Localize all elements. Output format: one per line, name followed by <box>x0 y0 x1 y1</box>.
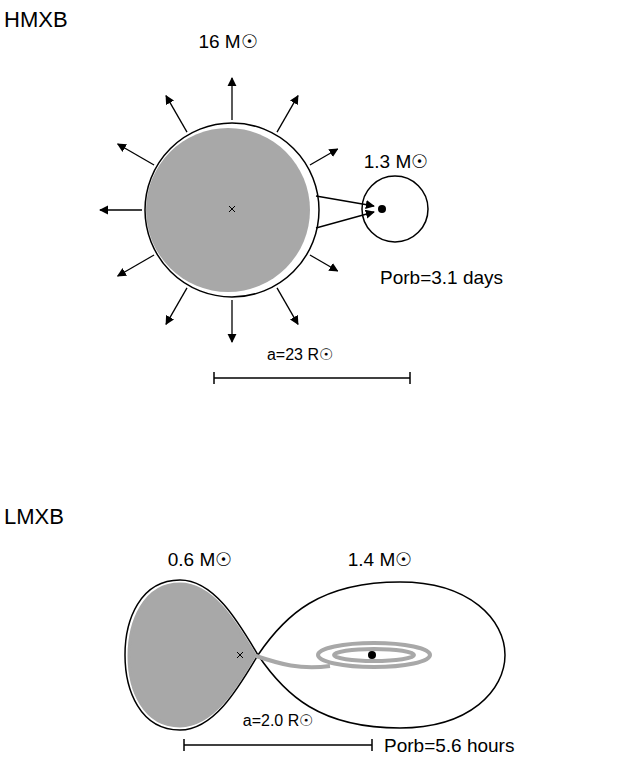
wind-arrow <box>316 212 374 228</box>
roche-lobe <box>145 123 319 297</box>
scale-bar <box>214 372 410 384</box>
wind-arrow <box>118 255 154 276</box>
wind-arrow <box>100 209 142 210</box>
centre-cross <box>237 652 243 658</box>
accretion-disk <box>318 643 430 667</box>
wind-arrow <box>310 255 338 271</box>
period-label: Porb=3.1 days <box>380 268 503 289</box>
wind-arrow <box>166 96 187 132</box>
wind-arrow <box>277 96 298 132</box>
hmxb-system <box>100 78 428 384</box>
roche-lobe <box>258 582 505 728</box>
wind-arrow <box>310 149 338 165</box>
roche-lobe <box>125 580 258 730</box>
mass-label: 0.6 M☉ <box>168 550 233 571</box>
separation-label: a=2.0 R☉ <box>243 712 313 730</box>
centre-cross <box>229 206 235 212</box>
wind-arrow <box>166 288 187 324</box>
wind-arrow <box>231 300 232 342</box>
neutron-star <box>368 651 376 659</box>
massive-star <box>146 128 310 292</box>
stellar-wind-arrows <box>100 78 338 342</box>
panel-heading: HMXB <box>4 8 68 32</box>
accretion-disk <box>334 649 414 661</box>
wind-arrow <box>231 78 232 120</box>
separation-label: a=23 R☉ <box>267 346 333 364</box>
neutron-star <box>378 205 386 213</box>
lmxb-system <box>125 580 505 751</box>
wind-arrow <box>316 196 374 206</box>
wind-arrow <box>118 144 154 165</box>
mass-label: 16 M☉ <box>198 32 257 53</box>
period-label: Porb=5.6 hours <box>384 736 514 757</box>
donor-star <box>129 584 255 726</box>
panel-heading: LMXB <box>4 505 64 529</box>
companion-lobe <box>362 176 428 242</box>
wind-arrow <box>277 288 298 324</box>
scale-bar <box>184 739 372 751</box>
mass-label: 1.4 M☉ <box>348 550 413 571</box>
mass-label: 1.3 M☉ <box>364 152 429 173</box>
